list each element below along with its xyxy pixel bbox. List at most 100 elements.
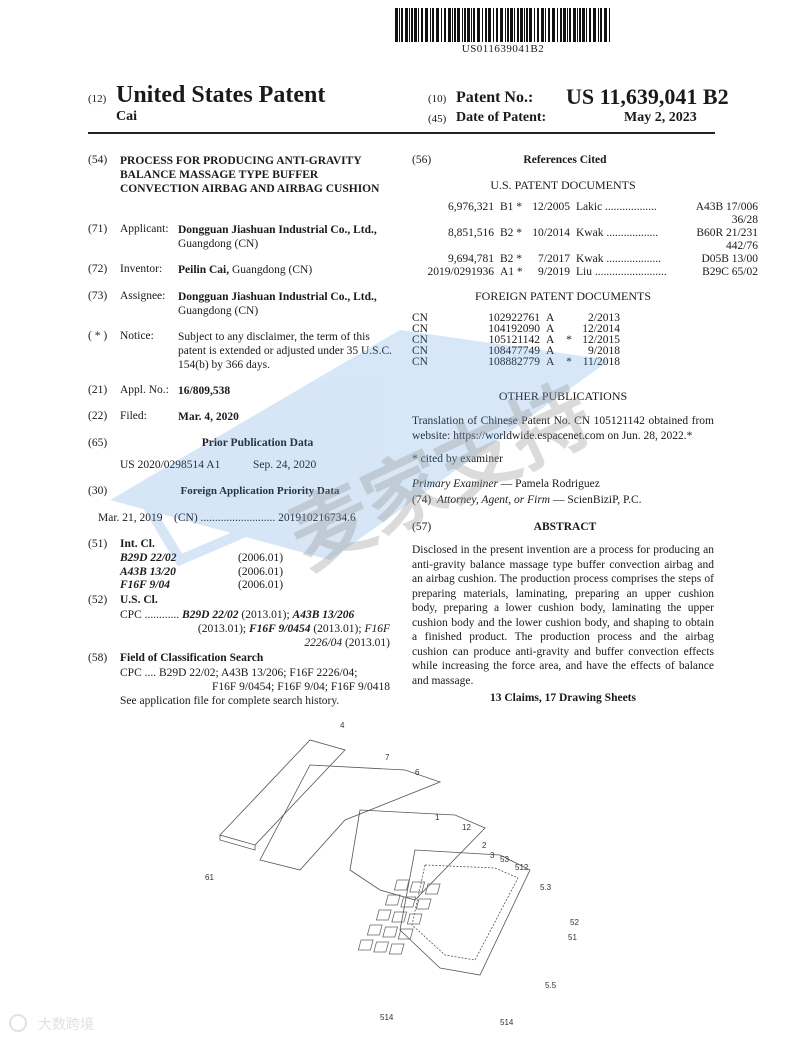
attorney: (74) Attorney, Agent, or Firm — ScienBiz… (412, 494, 642, 506)
barcode-bar (529, 8, 532, 42)
code-72: (72) (88, 263, 108, 275)
barcode-bar (505, 8, 506, 42)
field-search-heading: Field of Classification Search (120, 652, 264, 664)
barcode-bar (593, 8, 596, 42)
barcode-bar (552, 8, 555, 42)
barcode-bar (600, 8, 602, 42)
code-51: (51) (88, 538, 108, 550)
barcode-bar (436, 8, 439, 42)
barcode-bar (457, 8, 460, 42)
barcode-bar (589, 8, 591, 42)
drawing-airbag-cell (357, 939, 374, 951)
drawing-reference-label: 512 (515, 863, 529, 872)
other-publications-heading: OTHER PUBLICATIONS (498, 389, 628, 403)
barcode-bar (430, 8, 431, 42)
int-cl-item: A43B 13/20(2006.01) (120, 565, 284, 578)
barcode-bar (537, 8, 539, 42)
barcode-bar (514, 8, 515, 42)
footer-logo-text: 大数跨境 (38, 1017, 94, 1033)
barcode-bar (467, 8, 470, 42)
drawing-airbag-cell (406, 913, 423, 925)
us-documents-heading: U.S. PATENT DOCUMENTS (490, 178, 636, 192)
drawing-airbag-cell (400, 896, 417, 908)
primary-examiner: Primary Examiner — Pamela Rodriguez (412, 478, 600, 490)
notice-text: Subject to any disclaimer, the term of t… (178, 331, 392, 371)
barcode-bar (517, 8, 519, 42)
barcode-bar (452, 8, 453, 42)
barcode-bar (395, 8, 398, 42)
drawing-part-cover (219, 739, 346, 846)
foreign-documents-heading: FOREIGN PATENT DOCUMENTS (474, 289, 652, 303)
barcode-bar (604, 8, 607, 42)
invention-title: PROCESS FOR PRODUCING ANTI-GRAVITY BALAN… (120, 155, 380, 195)
barcode-bar (418, 8, 419, 42)
drawing-reference-label: 2 (482, 841, 487, 850)
us-cl-heading: U.S. Cl. (120, 594, 158, 606)
drawing-airbag-cell (388, 943, 405, 955)
drawing-reference-label: 6 (415, 768, 420, 777)
inventor-value: Peilin Cai, Guangdong (CN) (178, 264, 313, 276)
us-document-subclass-row: 442/76 (726, 240, 758, 252)
code-58: (58) (88, 652, 108, 664)
abstract-text: Disclosed in the present invention are a… (412, 544, 714, 687)
barcode-bar (496, 8, 498, 42)
drawing-reference-label: 53 (500, 855, 509, 864)
barcode-bar (563, 8, 566, 42)
code-52: (52) (88, 594, 108, 606)
references-heading: References Cited (523, 154, 607, 166)
drawing-airbag-cell (415, 898, 432, 910)
drawing-airbag-cell (373, 941, 390, 953)
barcode-bar (545, 8, 546, 42)
drawing-reference-label: 7 (385, 753, 390, 762)
barcode-bar (567, 8, 568, 42)
document-title: United States Patent (116, 82, 326, 108)
barcode-bar (482, 8, 483, 42)
code-71: (71) (88, 223, 108, 235)
assignee-value: Dongguan Jiashuan Industrial Co., Ltd., … (178, 291, 377, 317)
int-cl-item: B29D 22/02(2006.01) (120, 552, 284, 564)
us-cl-cpc: CPC ............ B29D 22/02 (2013.01); A… (120, 609, 390, 649)
drawing-reference-label: 514 (500, 1018, 514, 1027)
barcode-bar (493, 8, 494, 42)
patent-date: May 2, 2023 (624, 110, 697, 125)
notice-label: Notice: (120, 330, 154, 342)
barcode-bar (477, 8, 480, 42)
drawing-part-cushion-lower (399, 849, 531, 976)
barcode-bar (520, 8, 523, 42)
barcode-bar (586, 8, 587, 42)
abstract-heading: ABSTRACT (533, 521, 597, 533)
barcode-bar (473, 8, 475, 42)
barcode-bar (560, 8, 562, 42)
date-label: Date of Patent: (456, 110, 547, 125)
int-cl-heading: Int. Cl. (120, 538, 155, 550)
inventor-short: Cai (116, 109, 137, 124)
barcode-bar (541, 8, 544, 42)
code-65: (65) (88, 437, 108, 449)
barcode-bar (524, 8, 525, 42)
drawing-airbag-cell (366, 924, 383, 936)
drawing-airbag-cell (382, 926, 399, 938)
code-12: (12) (88, 93, 107, 105)
drawing-reference-label: 52 (570, 918, 579, 927)
barcode-bar (598, 8, 599, 42)
barcode-bar (444, 8, 446, 42)
barcode-bar (421, 8, 423, 42)
barcode-bar (399, 8, 400, 42)
patent-number: US 11,639,041 B2 (566, 84, 729, 109)
barcode-number: US011639041B2 (461, 43, 545, 55)
barcode (395, 8, 610, 42)
barcode-bar (507, 8, 509, 42)
drawing-reference-label: 61 (205, 873, 214, 882)
code-22: (22) (88, 410, 108, 422)
barcode-bar (526, 8, 528, 42)
barcode-bar (579, 8, 581, 42)
prior-publication-heading: Prior Publication Data (201, 437, 314, 449)
assignee-label: Assignee: (120, 290, 166, 302)
code-30: (30) (88, 485, 108, 497)
